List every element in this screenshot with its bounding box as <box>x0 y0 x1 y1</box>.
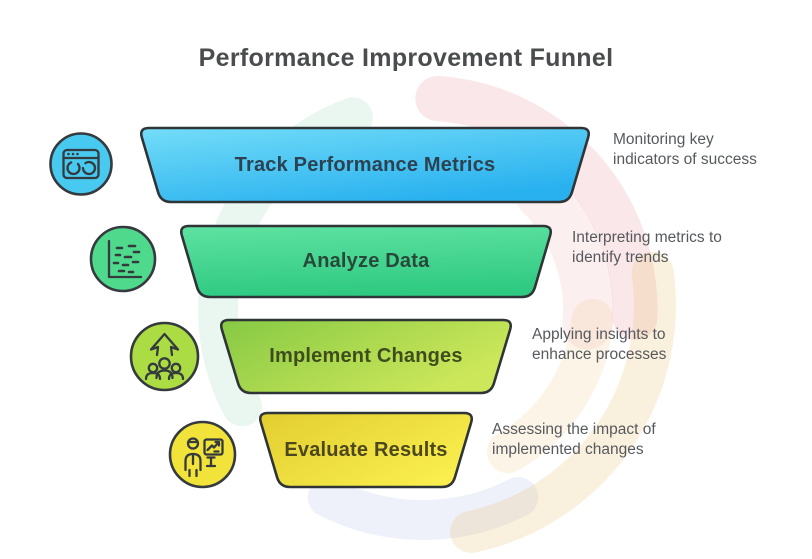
scatter-dashes-glyph <box>107 239 143 279</box>
funnel-step-label: Track Performance Metrics <box>234 153 496 176</box>
trapezoid-shape <box>258 411 474 489</box>
description-line: identify trends <box>572 249 669 266</box>
description-line: Interpreting metrics to <box>572 229 722 246</box>
funnel-bar-3 <box>219 318 513 395</box>
page-title: Performance Improvement Funnel <box>198 44 614 72</box>
step-description-3: Applying insights to enhance processes <box>532 325 666 365</box>
scatter-chart-axes-icon <box>89 225 157 293</box>
trapezoid-shape <box>219 318 513 395</box>
funnel-step-3: Implement Changes <box>219 318 513 395</box>
funnel-step-label: Evaluate Results <box>284 438 448 461</box>
description-line: Monitoring key <box>613 131 714 148</box>
description-line: indicators of success <box>613 151 757 168</box>
dashboard-window-gauges-icon <box>49 132 113 196</box>
trapezoid-shape <box>139 126 591 204</box>
icon-circle <box>49 132 113 196</box>
funnel-step-1: Track Performance Metrics <box>139 126 591 204</box>
funnel-bar-2 <box>179 224 553 299</box>
description-line: enhance processes <box>532 346 667 363</box>
icon-circle <box>89 225 157 293</box>
funnel-bar-4 <box>258 411 474 489</box>
step-description-1: Monitoring key indicators of success <box>613 130 757 170</box>
trapezoid-shape <box>179 224 553 299</box>
funnel-step-label: Implement Changes <box>269 345 463 367</box>
funnel-step-2: Analyze Data <box>179 224 553 299</box>
browser-window-glyph <box>62 148 100 180</box>
funnel-bar-1 <box>139 126 591 204</box>
step-description-4: Assessing the impact of implemented chan… <box>492 420 656 460</box>
description-line: implemented changes <box>492 441 644 458</box>
funnel-step-label: Analyze Data <box>302 250 430 272</box>
funnel-step-4: Evaluate Results <box>258 411 474 489</box>
description-line: Assessing the impact of <box>492 421 656 438</box>
step-description-2: Interpreting metrics to identify trends <box>572 228 722 268</box>
up-arrow-people-glyph <box>144 332 185 381</box>
growth-arrow-team-icon <box>129 321 200 392</box>
person-presenting-glyph <box>184 437 224 478</box>
icon-circle <box>168 420 237 489</box>
description-line: Applying insights to <box>532 326 666 343</box>
presenter-trend-board-icon <box>168 420 237 489</box>
